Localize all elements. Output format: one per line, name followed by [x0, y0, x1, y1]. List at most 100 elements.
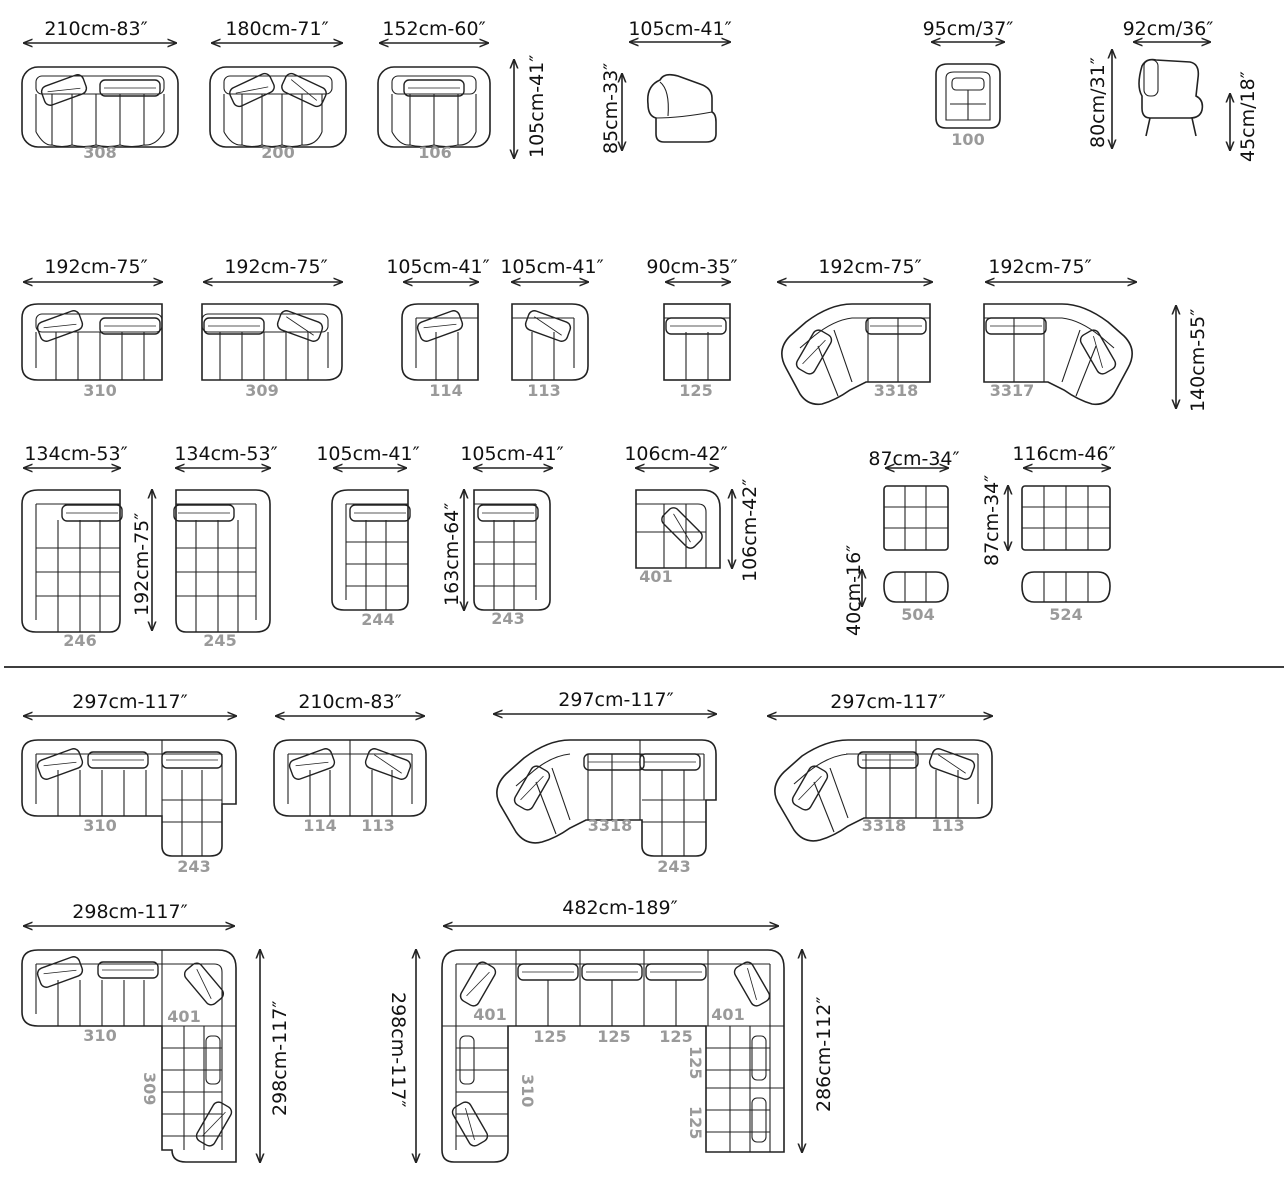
width-label-244: 105cm-41″	[316, 443, 419, 465]
chair-100: 95cm/37″ 100	[923, 18, 1014, 149]
module-200: 180cm-71″ 200	[209, 18, 347, 162]
width-label-comboE: 298cm-117″	[72, 901, 187, 923]
width-label-504: 87cm-34″	[868, 448, 959, 470]
depth-label-row2: 140cm-55″	[1187, 309, 1209, 412]
width-label-3317: 192cm-75″	[988, 256, 1091, 278]
width-label-comboF: 482cm-189″	[562, 897, 677, 919]
depth-label-comboF: 298cm-117″	[387, 992, 409, 1107]
combo-310-243: 297cm-117″ 310 243	[21, 691, 236, 876]
code-comboA-243: 243	[177, 857, 210, 876]
height-label-side: 85cm-33″	[600, 63, 622, 154]
code-106: 106	[418, 143, 451, 162]
code-comboF-125b: 125	[597, 1027, 630, 1046]
width-label-309: 192cm-75″	[224, 256, 327, 278]
width-label-comboD: 297cm-117″	[830, 691, 945, 713]
module-246: 134cm-53″ 246	[21, 443, 128, 650]
code-comboE-310: 310	[83, 1026, 116, 1045]
code-comboF-125d: 125	[686, 1046, 705, 1079]
width-label-243: 105cm-41″	[460, 443, 563, 465]
code-244: 244	[361, 610, 394, 629]
code-524: 524	[1049, 605, 1082, 624]
code-245: 245	[203, 631, 236, 650]
depth-row2: 140cm-55″	[1176, 306, 1209, 412]
module-3317: 192cm-75″ 3317	[983, 256, 1136, 406]
code-200: 200	[261, 143, 294, 162]
depth-label-401: 106cm-42″	[739, 479, 761, 582]
module-310: 192cm-75″ 310	[21, 256, 162, 400]
combo-114-113: 210cm-83″ 114 113	[273, 691, 427, 835]
code-comboF-125e: 125	[686, 1106, 705, 1139]
width-label-113: 105cm-41″	[500, 256, 603, 278]
width-label-125: 90cm-35″	[646, 256, 737, 278]
code-comboF-310: 310	[518, 1074, 537, 1107]
combo-3318-243: 297cm-117″ 3318 243	[494, 689, 716, 876]
module-114: 105cm-41″ 114	[386, 256, 489, 400]
module-125: 90cm-35″ 125	[646, 256, 737, 400]
code-3317: 3317	[990, 381, 1035, 400]
code-3318: 3318	[874, 381, 919, 400]
height-label-504: 40cm-16″	[843, 545, 865, 636]
depth-label-246: 192cm-75″	[131, 513, 153, 616]
code-243: 243	[491, 609, 524, 628]
width-label-308: 210cm-83″	[44, 18, 147, 40]
width-label-524: 116cm-46″	[1012, 443, 1115, 465]
code-comboC-3318: 3318	[588, 816, 633, 835]
code-comboD-113: 113	[931, 816, 964, 835]
width-label-comboC: 297cm-117″	[558, 689, 673, 711]
side-view-sofa: 105cm-41″ 85cm-33″	[600, 18, 732, 154]
width-label-246: 134cm-53″	[24, 443, 127, 465]
width-label-3318: 192cm-75″	[818, 256, 921, 278]
code-504: 504	[901, 605, 934, 624]
width-label-401: 106cm-42″	[624, 443, 727, 465]
module-106: 152cm-60″ 106 105cm-41″	[377, 18, 548, 162]
width-label-310: 192cm-75″	[44, 256, 147, 278]
width-label-100: 95cm/37″	[923, 18, 1014, 40]
module-243: 105cm-41″ 243 163cm-64″	[441, 443, 564, 628]
code-comboE-309: 309	[140, 1072, 159, 1105]
module-113: 105cm-41″ 113	[500, 256, 603, 400]
combo-u-shape: 482cm-189″ 401 125 125 125 401 310 125 1…	[387, 897, 835, 1162]
code-114: 114	[429, 381, 462, 400]
depth-label-row1: 105cm-41″	[526, 55, 548, 158]
code-comboF-125a: 125	[533, 1027, 566, 1046]
code-comboA-310: 310	[83, 816, 116, 835]
code-comboE-401: 401	[167, 1007, 200, 1026]
module-245: 134cm-53″ 245 192cm-75″	[131, 443, 278, 650]
height-label-armchair: 80cm/31″	[1087, 57, 1109, 148]
module-308: 210cm-83″ 308	[21, 18, 179, 162]
armchair-side-view: 92cm/36″ 80cm/31″ 45cm/18″	[1087, 18, 1259, 162]
module-244: 105cm-41″ 244	[316, 443, 419, 629]
width-label-114: 105cm-41″	[386, 256, 489, 278]
depth-label-244: 163cm-64″	[441, 503, 463, 606]
code-comboB-114: 114	[303, 816, 336, 835]
code-113: 113	[527, 381, 560, 400]
code-comboC-243: 243	[657, 857, 690, 876]
code-comboF-401a: 401	[473, 1005, 506, 1024]
width-label-200: 180cm-71″	[225, 18, 328, 40]
code-comboD-3318: 3318	[862, 816, 907, 835]
width-label-side: 105cm-41″	[628, 18, 731, 40]
code-100: 100	[951, 130, 984, 149]
combo-310-401-309: 298cm-117″ 310 401 309 298cm-117″	[21, 901, 291, 1162]
code-308: 308	[83, 143, 116, 162]
depth-label-comboF-right: 286cm-112″	[813, 997, 835, 1112]
width-label-comboB: 210cm-83″	[298, 691, 401, 713]
seat-height-label: 45cm/18″	[1237, 71, 1259, 162]
code-310: 310	[83, 381, 116, 400]
width-label-245: 134cm-53″	[174, 443, 277, 465]
module-504: 87cm-34″ 504 40cm-16″	[843, 448, 960, 636]
width-label-comboA: 297cm-117″	[72, 691, 187, 713]
code-401: 401	[639, 567, 672, 586]
module-3318: 192cm-75″ 3318	[778, 256, 932, 406]
code-comboF-125c: 125	[659, 1027, 692, 1046]
combo-3318-113: 297cm-117″ 3318 113	[768, 691, 992, 842]
code-246: 246	[63, 631, 96, 650]
module-309: 192cm-75″ 309	[201, 256, 342, 400]
code-comboF-401b: 401	[711, 1005, 744, 1024]
module-524: 116cm-46″ 524 87cm-34″	[981, 443, 1116, 624]
width-label-armchair: 92cm/36″	[1123, 18, 1214, 40]
depth-label-comboE: 298cm-117″	[269, 1001, 291, 1116]
depth-label-524: 87cm-34″	[981, 475, 1003, 566]
code-309: 309	[245, 381, 278, 400]
